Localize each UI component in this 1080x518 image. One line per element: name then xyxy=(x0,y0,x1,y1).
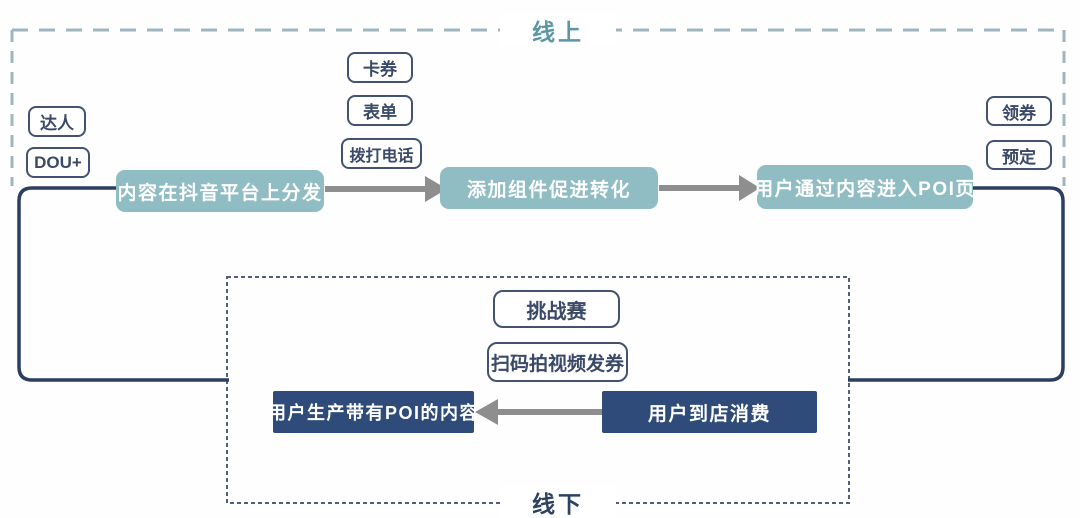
step-store-consumption: 用户到店消费 xyxy=(602,391,817,433)
offline-zone-label: 线下 xyxy=(500,486,616,518)
tag-dou-plus: DOU+ xyxy=(26,147,90,178)
loop-connector-left xyxy=(17,186,229,382)
step-content-distribution: 内容在抖音平台上分发 xyxy=(116,170,324,212)
online-zone-label: 线上 xyxy=(500,14,616,46)
tag-form: 表单 xyxy=(347,95,413,126)
arrow-left-icon xyxy=(475,399,603,425)
tag-reserve: 预定 xyxy=(986,140,1052,170)
step-add-components: 添加组件促进转化 xyxy=(440,167,658,209)
arrow-right-icon xyxy=(659,175,760,201)
tag-get-coupon: 领券 xyxy=(986,96,1052,126)
tag-scan-video-coupon: 扫码拍视频发券 xyxy=(487,342,628,382)
tag-daren: 达人 xyxy=(28,106,86,137)
loop-connector-right xyxy=(848,186,1065,382)
arrow-right-icon xyxy=(325,176,447,202)
tag-coupon-card: 卡券 xyxy=(347,52,413,83)
step-enter-poi-page: 用户通过内容进入POI页 xyxy=(754,165,974,209)
tag-call-phone: 拨打电话 xyxy=(341,138,422,169)
tag-challenge: 挑战赛 xyxy=(493,290,620,328)
step-user-generates-poi-content: 用户生产带有POI的内容 xyxy=(268,391,478,433)
